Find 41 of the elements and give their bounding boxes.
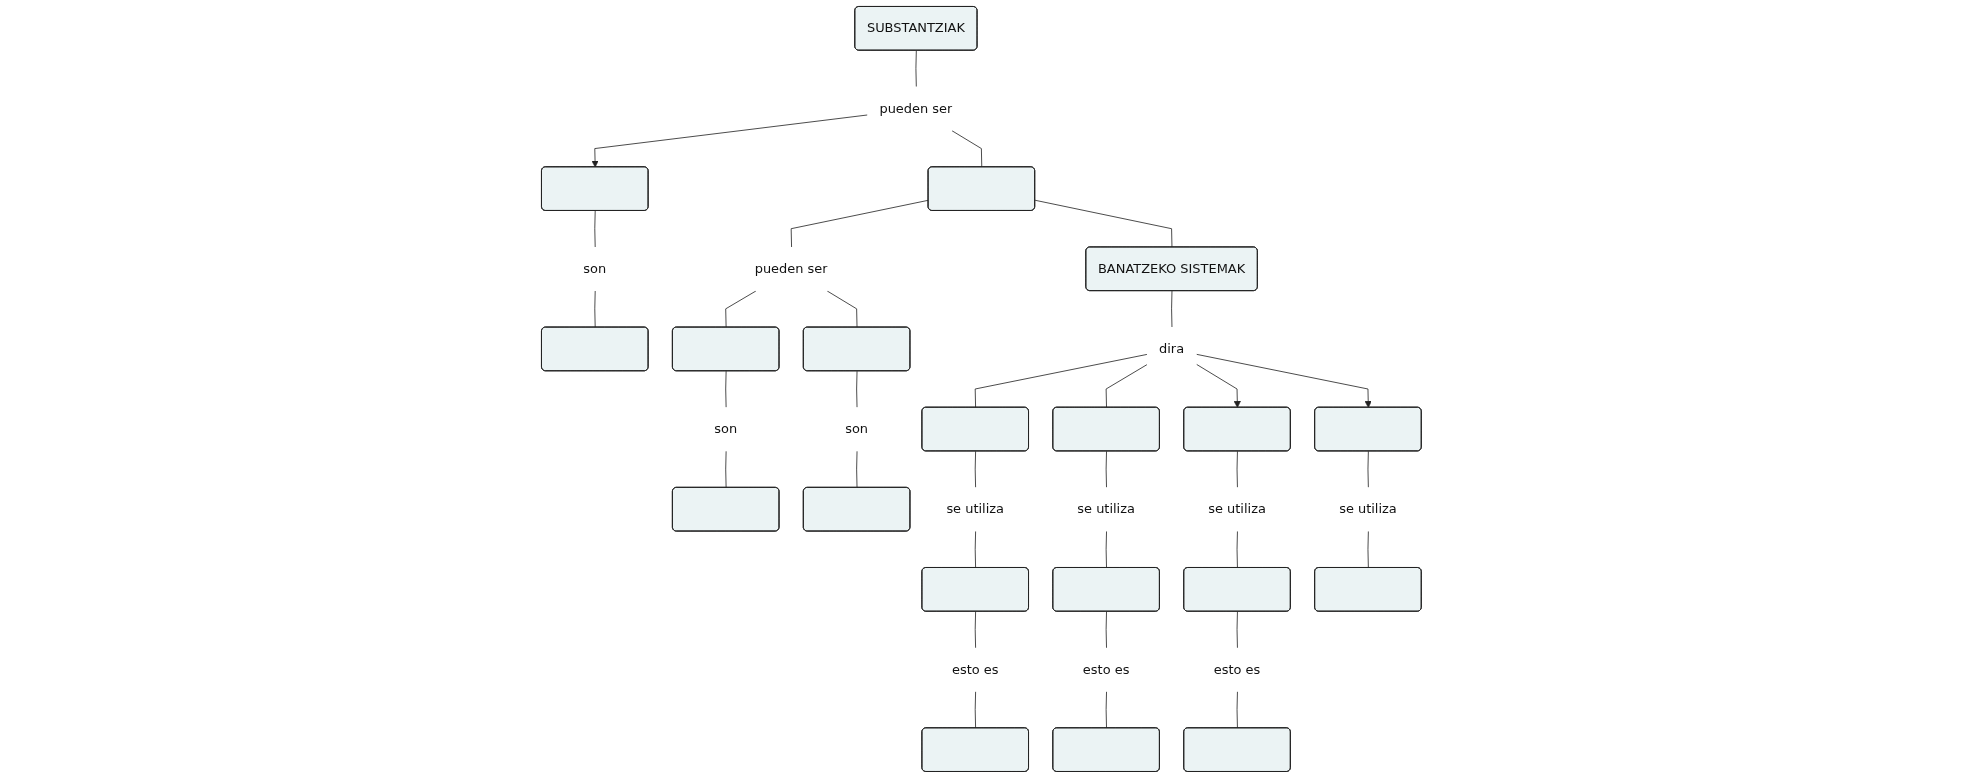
connector: [974, 450, 977, 489]
connector: [1236, 691, 1238, 729]
connector: [1105, 691, 1108, 729]
connector: [725, 450, 727, 489]
connector: [1236, 450, 1238, 489]
connector: [594, 210, 596, 248]
node-text: se utiliza: [1339, 501, 1397, 517]
connector: [1236, 531, 1238, 569]
connector: [827, 290, 858, 328]
connector: [974, 531, 977, 569]
connector: [1105, 364, 1148, 409]
node-text: son: [583, 260, 607, 277]
connector: [1236, 611, 1238, 649]
connector: [974, 611, 977, 649]
node-text: son: [714, 420, 738, 437]
node-text: esto es: [1213, 661, 1261, 677]
node-text: se utiliza: [1077, 501, 1136, 517]
connector: [1171, 290, 1173, 328]
connector: [1034, 199, 1173, 248]
node-text: son: [845, 420, 869, 437]
node-text: se utiliza: [946, 501, 1005, 517]
connector: [856, 370, 858, 409]
connector: [1367, 450, 1369, 489]
connector: [856, 450, 858, 489]
connector: [974, 353, 1148, 409]
connector: [1105, 611, 1108, 649]
connector: [974, 691, 977, 729]
connector: [1367, 531, 1369, 569]
connector: [1105, 450, 1108, 489]
node-text: dira: [1159, 340, 1185, 357]
connector: [1105, 531, 1108, 569]
connector: [951, 130, 983, 168]
node-text: se utiliza: [1208, 501, 1266, 517]
node-text: esto es: [952, 661, 999, 677]
connector: [915, 50, 917, 88]
node-text: pueden ser: [754, 260, 828, 277]
node-text: esto es: [1082, 661, 1130, 677]
connector: [790, 199, 929, 248]
connector: [725, 370, 727, 409]
connector: [725, 290, 757, 328]
node-text: pueden ser: [879, 100, 953, 116]
